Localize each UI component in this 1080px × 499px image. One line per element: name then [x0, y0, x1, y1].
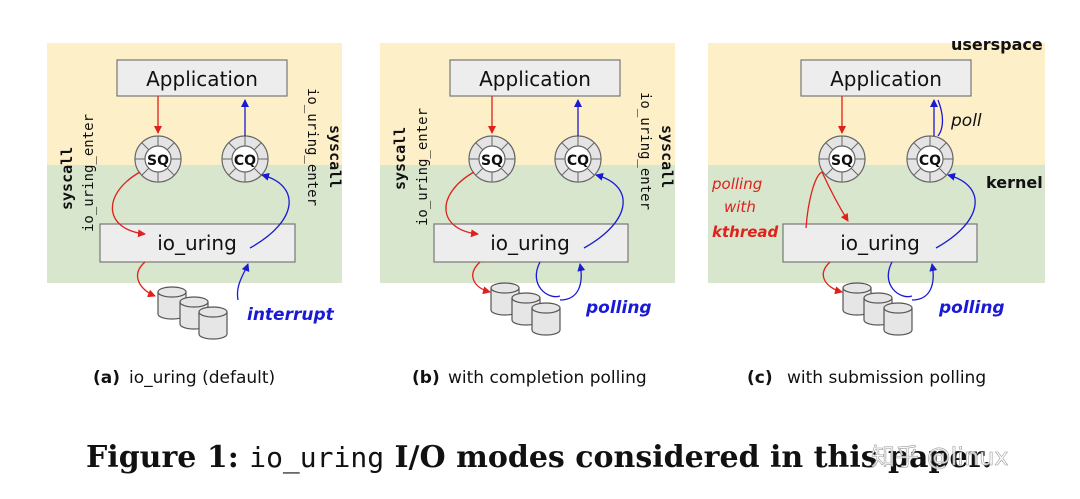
- application-label: Application: [146, 67, 258, 91]
- application-box: [116, 59, 288, 97]
- figure-caption-suffix: I/O modes considered in this paper.: [384, 440, 992, 475]
- sq-ring: [134, 135, 182, 183]
- userspace-label: userspace: [951, 35, 1043, 54]
- kthread-label-line3: kthread: [712, 223, 779, 241]
- io-uring-box: [433, 223, 629, 263]
- caption-a-letter: (a): [93, 368, 120, 388]
- application-label: Application: [479, 67, 591, 91]
- caption-c-letter: (c): [747, 368, 773, 388]
- left-syscall-label: syscall: [391, 127, 409, 190]
- submission-arrows: [805, 96, 849, 295]
- cq-label: CQ: [234, 153, 256, 169]
- io-uring-label: io_uring: [490, 231, 570, 255]
- sq-ring: [818, 135, 866, 183]
- caption-c-text: with submission polling: [787, 368, 986, 388]
- panel-a: Application SQ CQ io_uring syscall: [47, 43, 344, 388]
- submission-arrows: [111, 96, 162, 298]
- figure-caption-code: io_uring: [249, 441, 384, 475]
- application-label: Application: [830, 67, 942, 91]
- application-box: [800, 59, 972, 97]
- left-io-uring-enter-label: io_uring_enter: [415, 108, 431, 226]
- caption-b-text: with completion polling: [448, 368, 647, 388]
- polling-label: polling: [938, 298, 1005, 318]
- figure-caption: Figure 1: io_uring I/O modes considered …: [86, 440, 992, 475]
- right-syscall-label: syscall: [326, 125, 344, 188]
- io-uring-label: io_uring: [157, 231, 237, 255]
- right-io-uring-enter-label: io_uring_enter: [304, 88, 320, 206]
- watermark: 知乎 @linux: [871, 443, 1009, 471]
- kernel-label: kernel: [986, 173, 1043, 192]
- cq-ring: [554, 135, 602, 183]
- completion-arrows: [236, 99, 290, 301]
- poll-label: poll: [950, 111, 982, 131]
- polling-label: polling: [585, 298, 652, 318]
- io-uring-box: [99, 223, 296, 263]
- sq-label: SQ: [481, 153, 503, 169]
- left-io-uring-enter-label: io_uring_enter: [81, 114, 97, 232]
- io-uring-label: io_uring: [840, 231, 920, 255]
- disk-stack: [490, 282, 561, 336]
- cq-label: CQ: [567, 153, 589, 169]
- right-io-uring-enter-label: io_uring_enter: [637, 92, 653, 210]
- right-syscall-label: syscall: [658, 125, 676, 188]
- caption-b-letter: (b): [412, 368, 440, 388]
- cq-ring: [221, 135, 269, 183]
- interrupt-label: interrupt: [247, 305, 335, 325]
- kthread-label-line1: polling: [711, 175, 762, 193]
- cq-label: CQ: [919, 153, 941, 169]
- completion-arrows: [535, 99, 624, 301]
- kthread-label-line2: with: [724, 198, 756, 216]
- left-syscall-label: syscall: [58, 147, 76, 210]
- submission-arrows: [445, 96, 496, 295]
- cq-ring: [906, 135, 954, 183]
- disk-stack: [842, 282, 913, 336]
- disk-stack: [157, 286, 228, 340]
- panel-b: Application SQ CQ io_uring syscall: [380, 43, 676, 388]
- caption-a-text: io_uring (default): [129, 368, 275, 388]
- completion-arrows: [887, 99, 976, 301]
- figure-caption-prefix: Figure 1:: [86, 440, 249, 475]
- panel-c: userspace kernel Application SQ CQ io_ur…: [708, 35, 1045, 388]
- sq-label: SQ: [147, 153, 169, 169]
- sq-label: SQ: [831, 153, 853, 169]
- sq-ring: [468, 135, 516, 183]
- application-box: [449, 59, 621, 97]
